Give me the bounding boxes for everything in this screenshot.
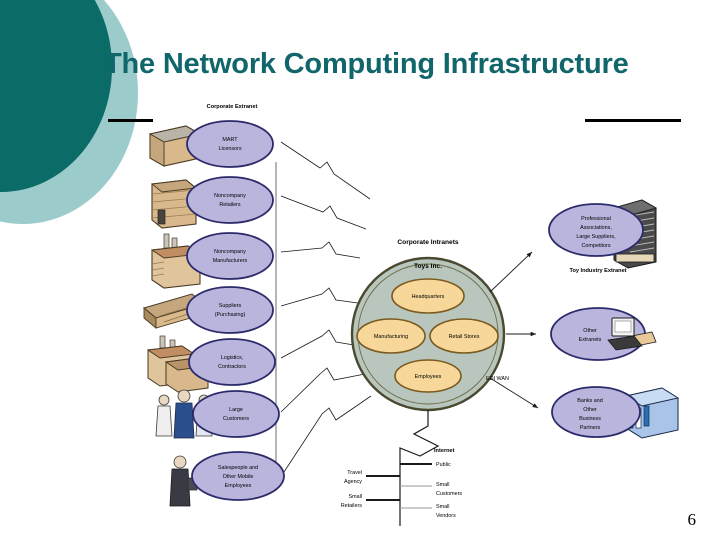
center-node-label: Retail Stores (449, 334, 480, 340)
right-node-label-2: Associations, (580, 225, 612, 231)
left-node-label-2: Retailers (219, 202, 241, 208)
center-heading: Corporate Intranets (397, 239, 459, 246)
left-node-oval (186, 176, 274, 224)
wan-label: EDI WAN (486, 376, 509, 382)
left-node-label-1: MART (222, 137, 238, 143)
left-node-oval (188, 338, 276, 386)
center-node-employees[interactable]: Employees (394, 359, 462, 393)
internet-stubs-left (366, 475, 400, 501)
connector-to-banks (489, 377, 539, 409)
left-group-heading: Corporate Extranet (207, 104, 258, 110)
title-rule-left (108, 119, 153, 122)
left-node-label-2: Licensors (218, 146, 241, 152)
center-node-headquarters[interactable]: Headquarters (391, 278, 465, 314)
left-node-label-1: Noncompany (214, 249, 246, 255)
internet-bus (399, 410, 440, 526)
left-node-label-1: Noncompany (214, 193, 246, 199)
connector-to-toy-industry (489, 251, 533, 293)
page-number: 6 (687, 510, 697, 529)
right-node-label-1: Other (583, 328, 597, 334)
center-node-manufacturing[interactable]: Manufacturing (356, 318, 426, 354)
left-node-oval (191, 451, 285, 501)
toy-industry-extranet-label: Toy Industry Extranet (569, 268, 626, 274)
bottom-node-small-retailers-line1: Small (349, 494, 362, 500)
center-node-retail-stores[interactable]: Retail Stores (429, 318, 499, 354)
left-node-oval (186, 286, 274, 334)
right-node-label-1: Professional (581, 216, 611, 222)
left-node-salespeople-mobile-employees[interactable]: Salespeople and Other Mobile Employees (169, 451, 285, 507)
left-node-noncompany-manufacturers[interactable]: Noncompany Manufacturers (150, 232, 274, 289)
bottom-node-travel-agency-line1: Travel (347, 470, 362, 476)
left-node-mart-licensors[interactable]: MART Licensors (148, 120, 274, 168)
right-node-oval (551, 386, 641, 438)
right-node-label-3: Large Suppliers, (576, 234, 616, 240)
left-node-label-2: Contractors (218, 364, 246, 370)
left-node-oval (192, 390, 280, 438)
left-node-label-1: Suppliers (219, 303, 242, 309)
mobile-worker-icon (169, 455, 198, 507)
right-node-other-extranets[interactable]: Other Extranets (550, 307, 657, 361)
left-node-label-1: Logistics, (221, 355, 244, 361)
left-node-logistics-contractors[interactable]: Logistics, Contractors (146, 335, 276, 393)
right-node-label-4: Competitors (581, 243, 610, 249)
right-node-oval (548, 203, 644, 257)
right-node-professional-associations[interactable]: Professional Associations, Large Supplie… (548, 199, 658, 269)
left-node-label-2: (Purchasing) (215, 312, 246, 318)
store-building-icon (150, 179, 198, 229)
decorative-circle-dark (0, 0, 112, 192)
left-connectors (280, 141, 372, 473)
left-node-label-3: Employees (225, 483, 252, 489)
left-node-oval (186, 232, 274, 280)
left-node-large-customers[interactable]: Large Customers (155, 389, 280, 439)
bottom-node-small-retailers-line2: Retailers (341, 503, 363, 509)
bottom-node-small-customers-line1: Small (436, 482, 449, 488)
title-rule-right (585, 119, 681, 122)
center-company-label: Toys Inc. (414, 263, 442, 270)
right-node-banks-business-partners[interactable]: Banks and Other Business Partners (551, 386, 680, 439)
center-node-label: Manufacturing (374, 334, 408, 340)
left-node-label-2: Manufacturers (213, 258, 248, 264)
bottom-node-small-vendors-line2: Vendors (436, 513, 456, 519)
left-heading-line1: Corporate Extranet (207, 104, 258, 110)
right-node-label-1: Banks and (577, 398, 602, 404)
center-node-label: Headquarters (412, 294, 445, 300)
left-node-label-1: Salespeople and (218, 465, 258, 471)
network-infrastructure-diagram: Corporate Extranet Corporate Intranets (108, 96, 688, 526)
left-node-suppliers-purchasing[interactable]: Suppliers (Purchasing) (142, 286, 274, 334)
left-node-label-1: Large (229, 407, 243, 413)
internet-label: Internet (434, 448, 455, 454)
bottom-node-small-vendors-line1: Small (436, 504, 449, 510)
left-node-oval (186, 120, 274, 168)
left-node-label-2: Other Mobile (223, 474, 254, 480)
right-node-label-4: Partners (580, 425, 601, 431)
right-node-label-3: Business (579, 416, 601, 422)
slide-title: The Network Computing Infrastructure (104, 48, 629, 80)
right-node-label-2: Other (583, 407, 597, 413)
right-node-label-2: Extranets (579, 337, 602, 343)
left-node-label-2: Customers (223, 416, 249, 422)
center-node-label: Employees (415, 374, 442, 380)
internet-stubs-right (400, 463, 432, 509)
center-corporate-intranets: Corporate Intranets Toys Inc. Headquarte… (350, 239, 506, 412)
bottom-node-small-customers-line2: Customers (436, 491, 462, 497)
computers-icon (607, 317, 657, 351)
left-node-noncompany-retailers[interactable]: Noncompany Retailers (150, 176, 274, 229)
bottom-node-public: Public (436, 462, 451, 468)
right-connectors (489, 251, 539, 409)
bottom-node-travel-agency-line2: Agency (344, 479, 362, 485)
